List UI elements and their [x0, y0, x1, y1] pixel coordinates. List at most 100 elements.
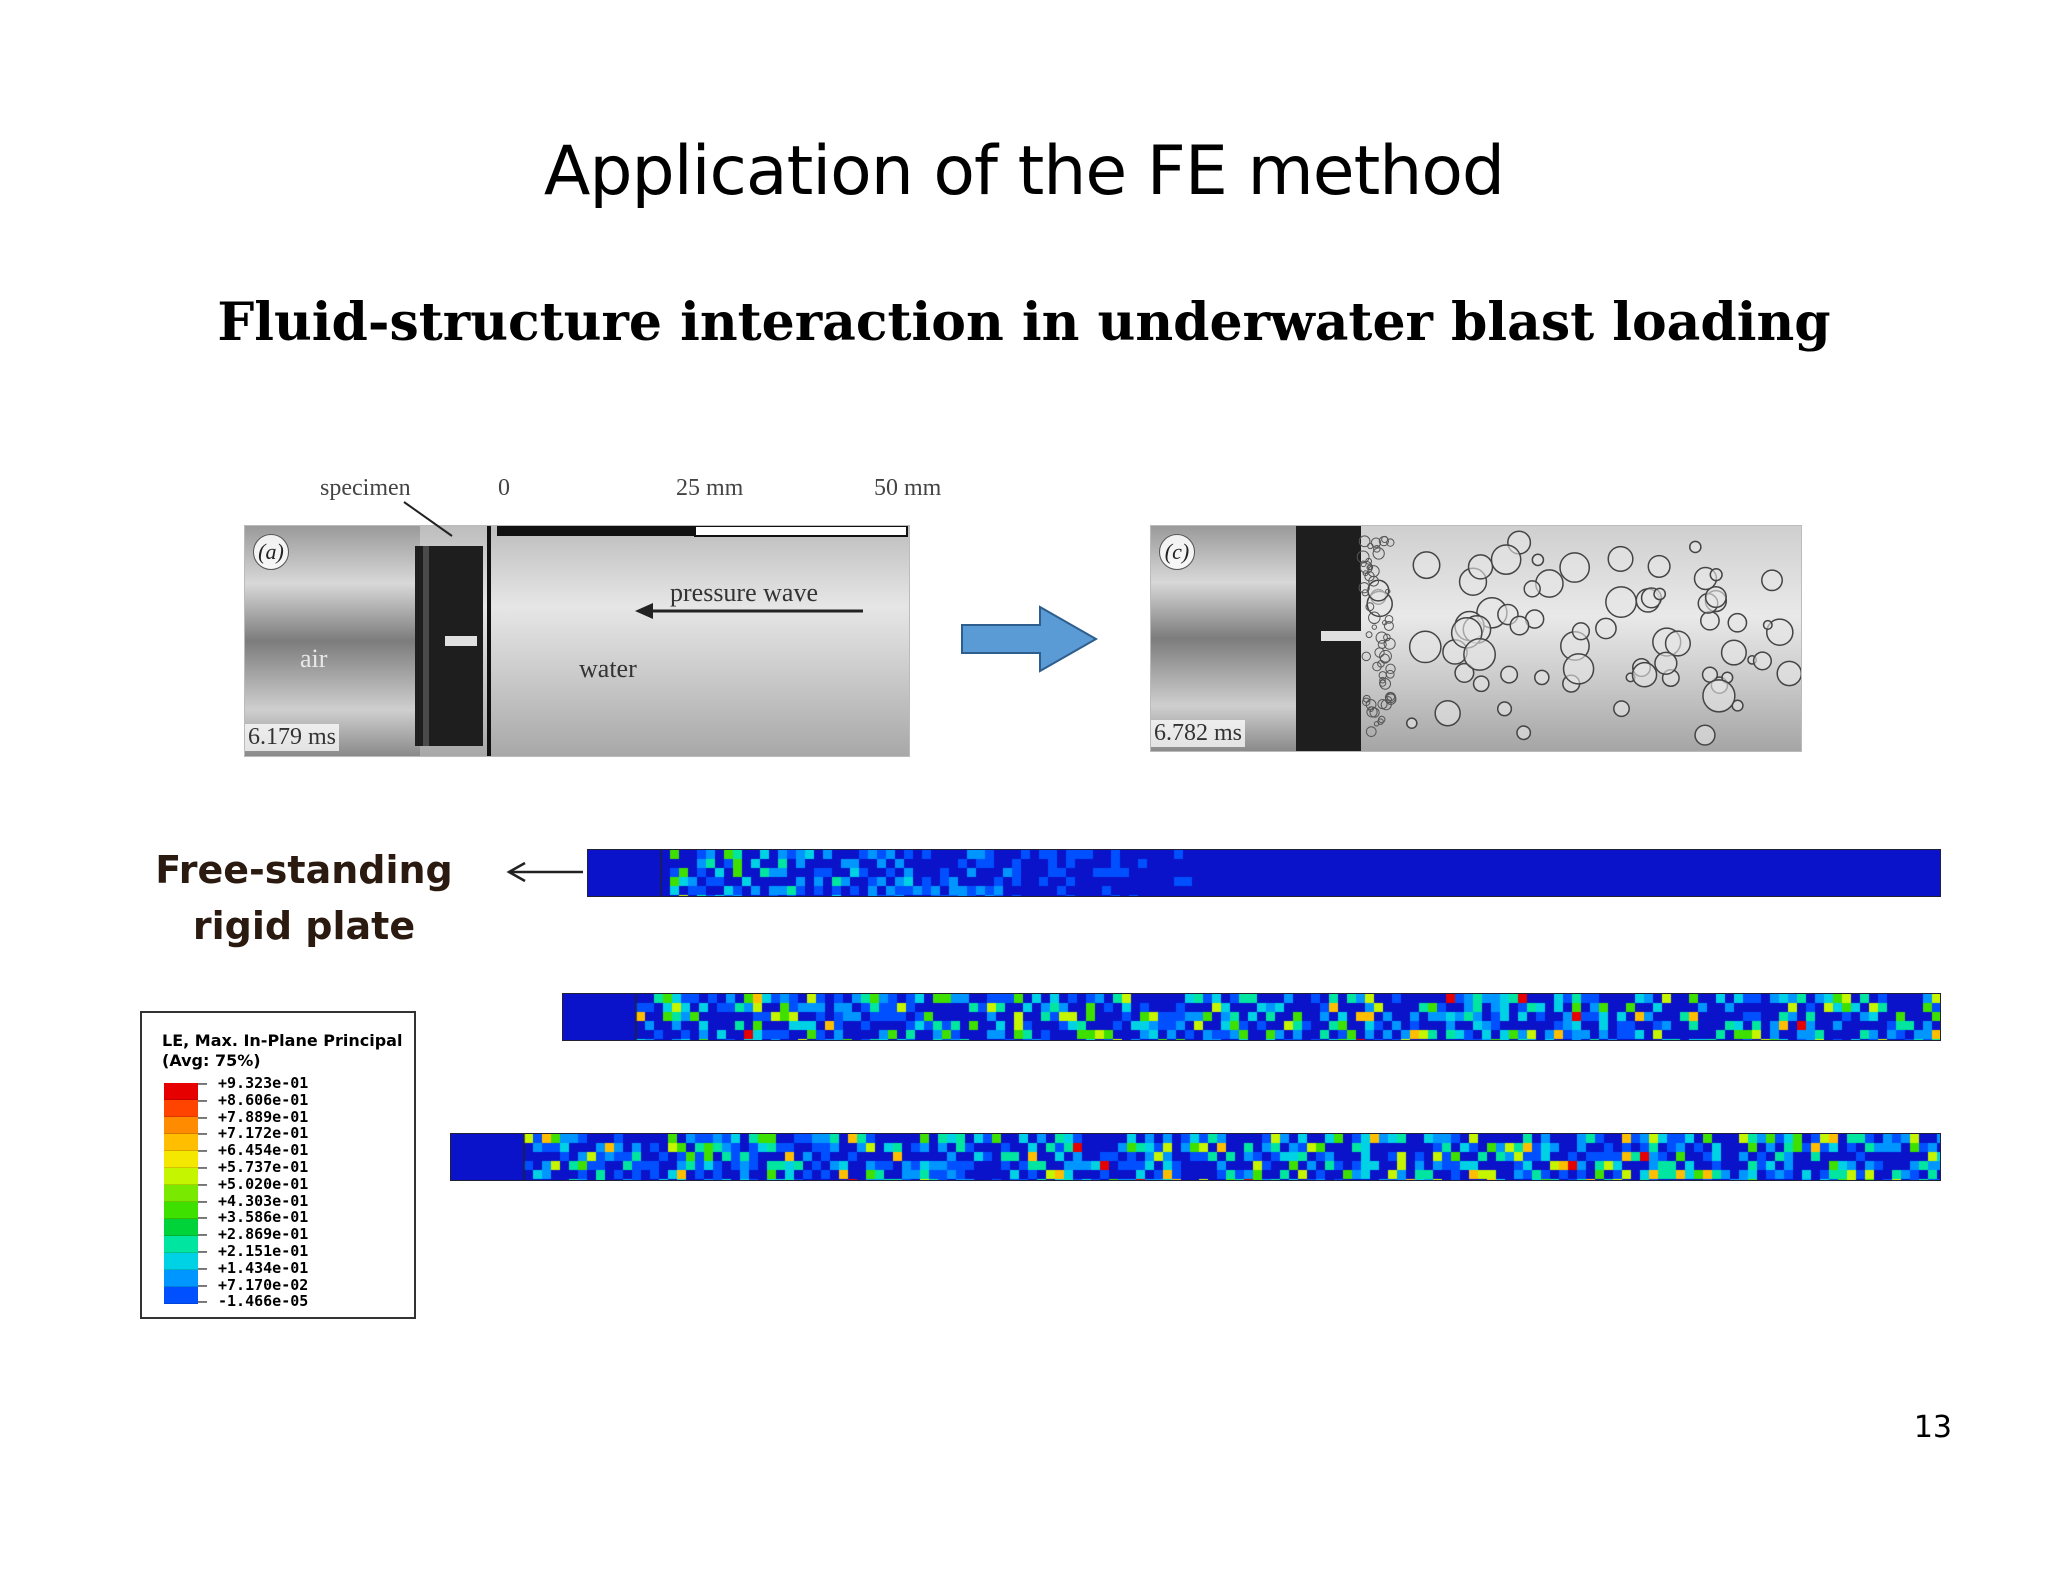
bubble — [1467, 554, 1494, 580]
legend-values: +9.323e-01 +8.606e-01 +7.889e-01 +7.172e… — [198, 1075, 308, 1310]
bubble — [1523, 580, 1541, 598]
bubble — [1559, 552, 1591, 583]
bubble — [1605, 586, 1638, 618]
bubble — [1368, 611, 1381, 625]
legend-swatch — [164, 1185, 198, 1202]
bubble — [1373, 545, 1381, 553]
bubble — [1704, 586, 1727, 609]
specimen-label: specimen — [320, 475, 411, 501]
legend-value: +5.020e-01 — [198, 1175, 308, 1193]
bubble — [1372, 547, 1385, 560]
bubble — [1361, 589, 1369, 597]
bubble — [1653, 587, 1667, 601]
bubble — [1358, 582, 1370, 594]
slide-subtitle: Fluid-structure interaction in underwate… — [217, 292, 1831, 353]
legend-value: +7.170e-02 — [198, 1276, 308, 1294]
bubble — [1664, 630, 1691, 657]
bubble — [1385, 663, 1396, 675]
bubble — [1761, 569, 1783, 592]
time-label-c: 6.782 ms — [1151, 720, 1246, 747]
legend-swatch — [164, 1236, 198, 1253]
scale-label-0: 0 — [498, 475, 510, 501]
bubble — [1361, 651, 1371, 662]
legend-value: +2.869e-01 — [198, 1226, 308, 1243]
bubble — [1412, 551, 1441, 580]
bubble — [1375, 631, 1388, 644]
bubble — [1607, 545, 1634, 573]
bubble — [1377, 698, 1388, 710]
legend-swatch — [164, 1117, 198, 1134]
bubble — [1378, 671, 1387, 680]
legend-swatch — [164, 1253, 198, 1270]
legend-value: +7.172e-01 — [198, 1125, 308, 1142]
bubble — [1776, 660, 1801, 687]
experiment-photo-c: (c) 6.782 ms — [1150, 525, 1802, 752]
legend-swatch — [164, 1219, 198, 1236]
bubble — [1500, 665, 1519, 684]
bubble — [1490, 544, 1522, 575]
bubble — [1595, 617, 1617, 640]
bubble — [1534, 669, 1550, 686]
panel-a-badge: (a) — [253, 534, 289, 570]
bubble — [1358, 535, 1371, 548]
bubble — [1379, 676, 1386, 684]
bubble — [1369, 707, 1380, 718]
bubble — [1709, 568, 1723, 582]
scale-label-25: 25 mm — [676, 475, 744, 501]
legend-value: +7.889e-01 — [198, 1108, 308, 1126]
legend-value: +6.454e-01 — [198, 1142, 308, 1159]
bubble — [1367, 564, 1374, 570]
bubble — [1405, 717, 1418, 729]
bubble — [1720, 639, 1747, 666]
bubble — [1365, 602, 1375, 612]
contour-legend: LE, Max. In-Plane Principal (Avg: 75%) +… — [140, 1011, 416, 1319]
bubble — [1762, 619, 1773, 630]
bubble — [1700, 610, 1720, 631]
legend-swatch — [164, 1151, 198, 1168]
pressure-wave-arrow — [635, 603, 863, 619]
legend-swatch — [164, 1083, 198, 1100]
bubble — [1360, 560, 1367, 568]
bubble — [1379, 649, 1392, 663]
bubble — [1509, 615, 1530, 636]
legend-swatch — [164, 1287, 198, 1304]
air-label: air — [300, 644, 328, 673]
time-label-a: 6.179 ms — [245, 724, 340, 751]
bubble — [1371, 624, 1378, 630]
fe-strip-3 — [450, 1133, 1941, 1181]
water-label: water — [579, 654, 637, 683]
bubble — [1368, 706, 1374, 713]
plate-pointer-arrow — [506, 861, 583, 883]
legend-subtitle: (Avg: 75%) — [162, 1051, 261, 1070]
legend-swatch — [164, 1202, 198, 1219]
bubble — [1386, 538, 1395, 547]
bubble — [1694, 724, 1716, 746]
legend-value: +4.303e-01 — [198, 1192, 308, 1210]
bubble — [1373, 721, 1380, 727]
legend-value: +3.586e-01 — [198, 1209, 308, 1226]
legend-swatch — [164, 1134, 198, 1151]
photo-a-drawing — [245, 526, 909, 756]
pressure-wave-label: pressure wave — [670, 578, 818, 607]
legend-swatch — [164, 1168, 198, 1185]
slide-title: Application of the FE method — [543, 132, 1505, 211]
scale-label-50: 50 mm — [874, 475, 942, 501]
page-number: 13 — [1913, 1410, 1952, 1445]
bubble — [1463, 638, 1496, 671]
panel-c-badge: (c) — [1159, 534, 1195, 570]
bubble — [1372, 661, 1382, 672]
bubble — [1361, 697, 1371, 707]
bubble — [1408, 630, 1442, 664]
bubble — [1434, 699, 1461, 727]
bubble — [1765, 618, 1794, 646]
legend-value: +8.606e-01 — [198, 1091, 308, 1109]
bubble — [1647, 554, 1671, 579]
bubble — [1516, 725, 1532, 741]
legend-swatch — [164, 1100, 198, 1117]
legend-value: +1.434e-01 — [198, 1259, 308, 1277]
legend-value: +2.151e-01 — [198, 1243, 308, 1260]
bubble — [1571, 622, 1591, 641]
bubble — [1531, 553, 1545, 567]
photo-c-drawing — [1151, 526, 1801, 751]
bubble — [1496, 701, 1513, 717]
